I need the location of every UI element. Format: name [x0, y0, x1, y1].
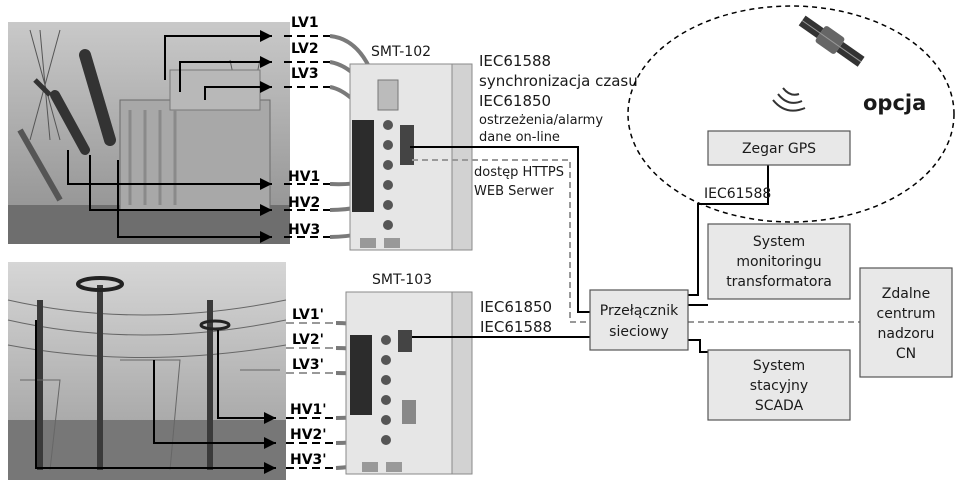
terminal-hv1p: HV1': [290, 402, 327, 418]
remote-label-1: Zdalne: [882, 286, 930, 302]
terminal-lv3p: LV3': [292, 357, 324, 373]
terminal-marks: [284, 35, 336, 469]
monitoring-label-1: System: [753, 234, 805, 250]
terminal-lv3: LV3: [291, 66, 319, 82]
monitoring-box: System monitoringu transformatora: [707, 223, 851, 300]
annot-alarms: ostrzeżenia/alarmy: [479, 113, 603, 128]
scada-label-1: System: [753, 358, 805, 374]
switch-label-1: Przełącznik: [600, 303, 679, 319]
terminal-hv1: HV1: [288, 169, 320, 185]
remote-center-box: Zdalne centrum nadzoru CN: [859, 267, 953, 378]
switch-box: Przełącznik sieciowy: [589, 289, 689, 351]
terminal-lv2p: LV2': [292, 332, 324, 348]
option-ellipse: [627, 5, 955, 223]
annot-web: WEB Serwer: [474, 184, 554, 199]
signal-waves: [772, 87, 806, 112]
remote-label-3: nadzoru: [878, 326, 935, 342]
remote-label-2: centrum: [877, 306, 936, 322]
annot-sync: synchronizacja czasu: [479, 72, 638, 90]
annot-iec61588-top: IEC61588: [479, 52, 551, 70]
smt102-device: SMT-102: [349, 44, 473, 251]
terminal-hv3p: HV3': [290, 452, 327, 468]
terminal-hv3: HV3: [288, 222, 320, 238]
photo-leads: [35, 30, 276, 474]
terminal-hv2: HV2: [288, 195, 320, 211]
monitoring-label-2: monitoringu: [736, 254, 821, 270]
terminal-labels-top: LV1 LV2 LV3 HV1 HV2 HV3: [288, 15, 320, 238]
scada-box: System stacyjny SCADA: [707, 349, 851, 421]
terminal-lv2: LV2: [291, 41, 319, 57]
annot-iec61588-bottom: IEC61588: [480, 318, 552, 336]
terminal-lv1: LV1: [291, 15, 319, 31]
satellite-icon: [798, 15, 865, 67]
option-label: opcja: [863, 91, 926, 115]
protocol-annotations: IEC61588 synchronizacja czasu IEC61850 o…: [474, 52, 771, 336]
annot-iec61850-bottom: IEC61850: [480, 298, 552, 316]
scada-label-3: SCADA: [755, 398, 804, 414]
switch-label-2: sieciowy: [609, 324, 669, 340]
smt102-title: SMT-102: [371, 44, 431, 60]
network-lines: [410, 146, 860, 353]
annot-https: dostęp HTTPS: [474, 165, 564, 180]
monitoring-label-3: transformatora: [726, 274, 832, 290]
transformer-photo: [8, 22, 290, 244]
remote-label-4: CN: [896, 346, 916, 362]
terminal-labels-bottom: LV1' LV2' LV3' HV1' HV2' HV3': [290, 307, 327, 468]
substation-photo: [7, 262, 287, 480]
annot-iec61850-top: IEC61850: [479, 92, 551, 110]
terminal-hv2p: HV2': [290, 427, 327, 443]
annot-iec61588-gps: IEC61588: [704, 186, 771, 202]
gps-clock-label: Zegar GPS: [742, 141, 816, 157]
scada-label-2: stacyjny: [750, 378, 808, 394]
terminal-lv1p: LV1': [292, 307, 324, 323]
annot-online: dane on-line: [479, 130, 560, 145]
option-area: opcja: [627, 5, 955, 223]
gps-clock-box: Zegar GPS: [707, 130, 851, 166]
smt103-device: SMT-103: [345, 272, 473, 475]
smt103-title: SMT-103: [372, 272, 432, 288]
